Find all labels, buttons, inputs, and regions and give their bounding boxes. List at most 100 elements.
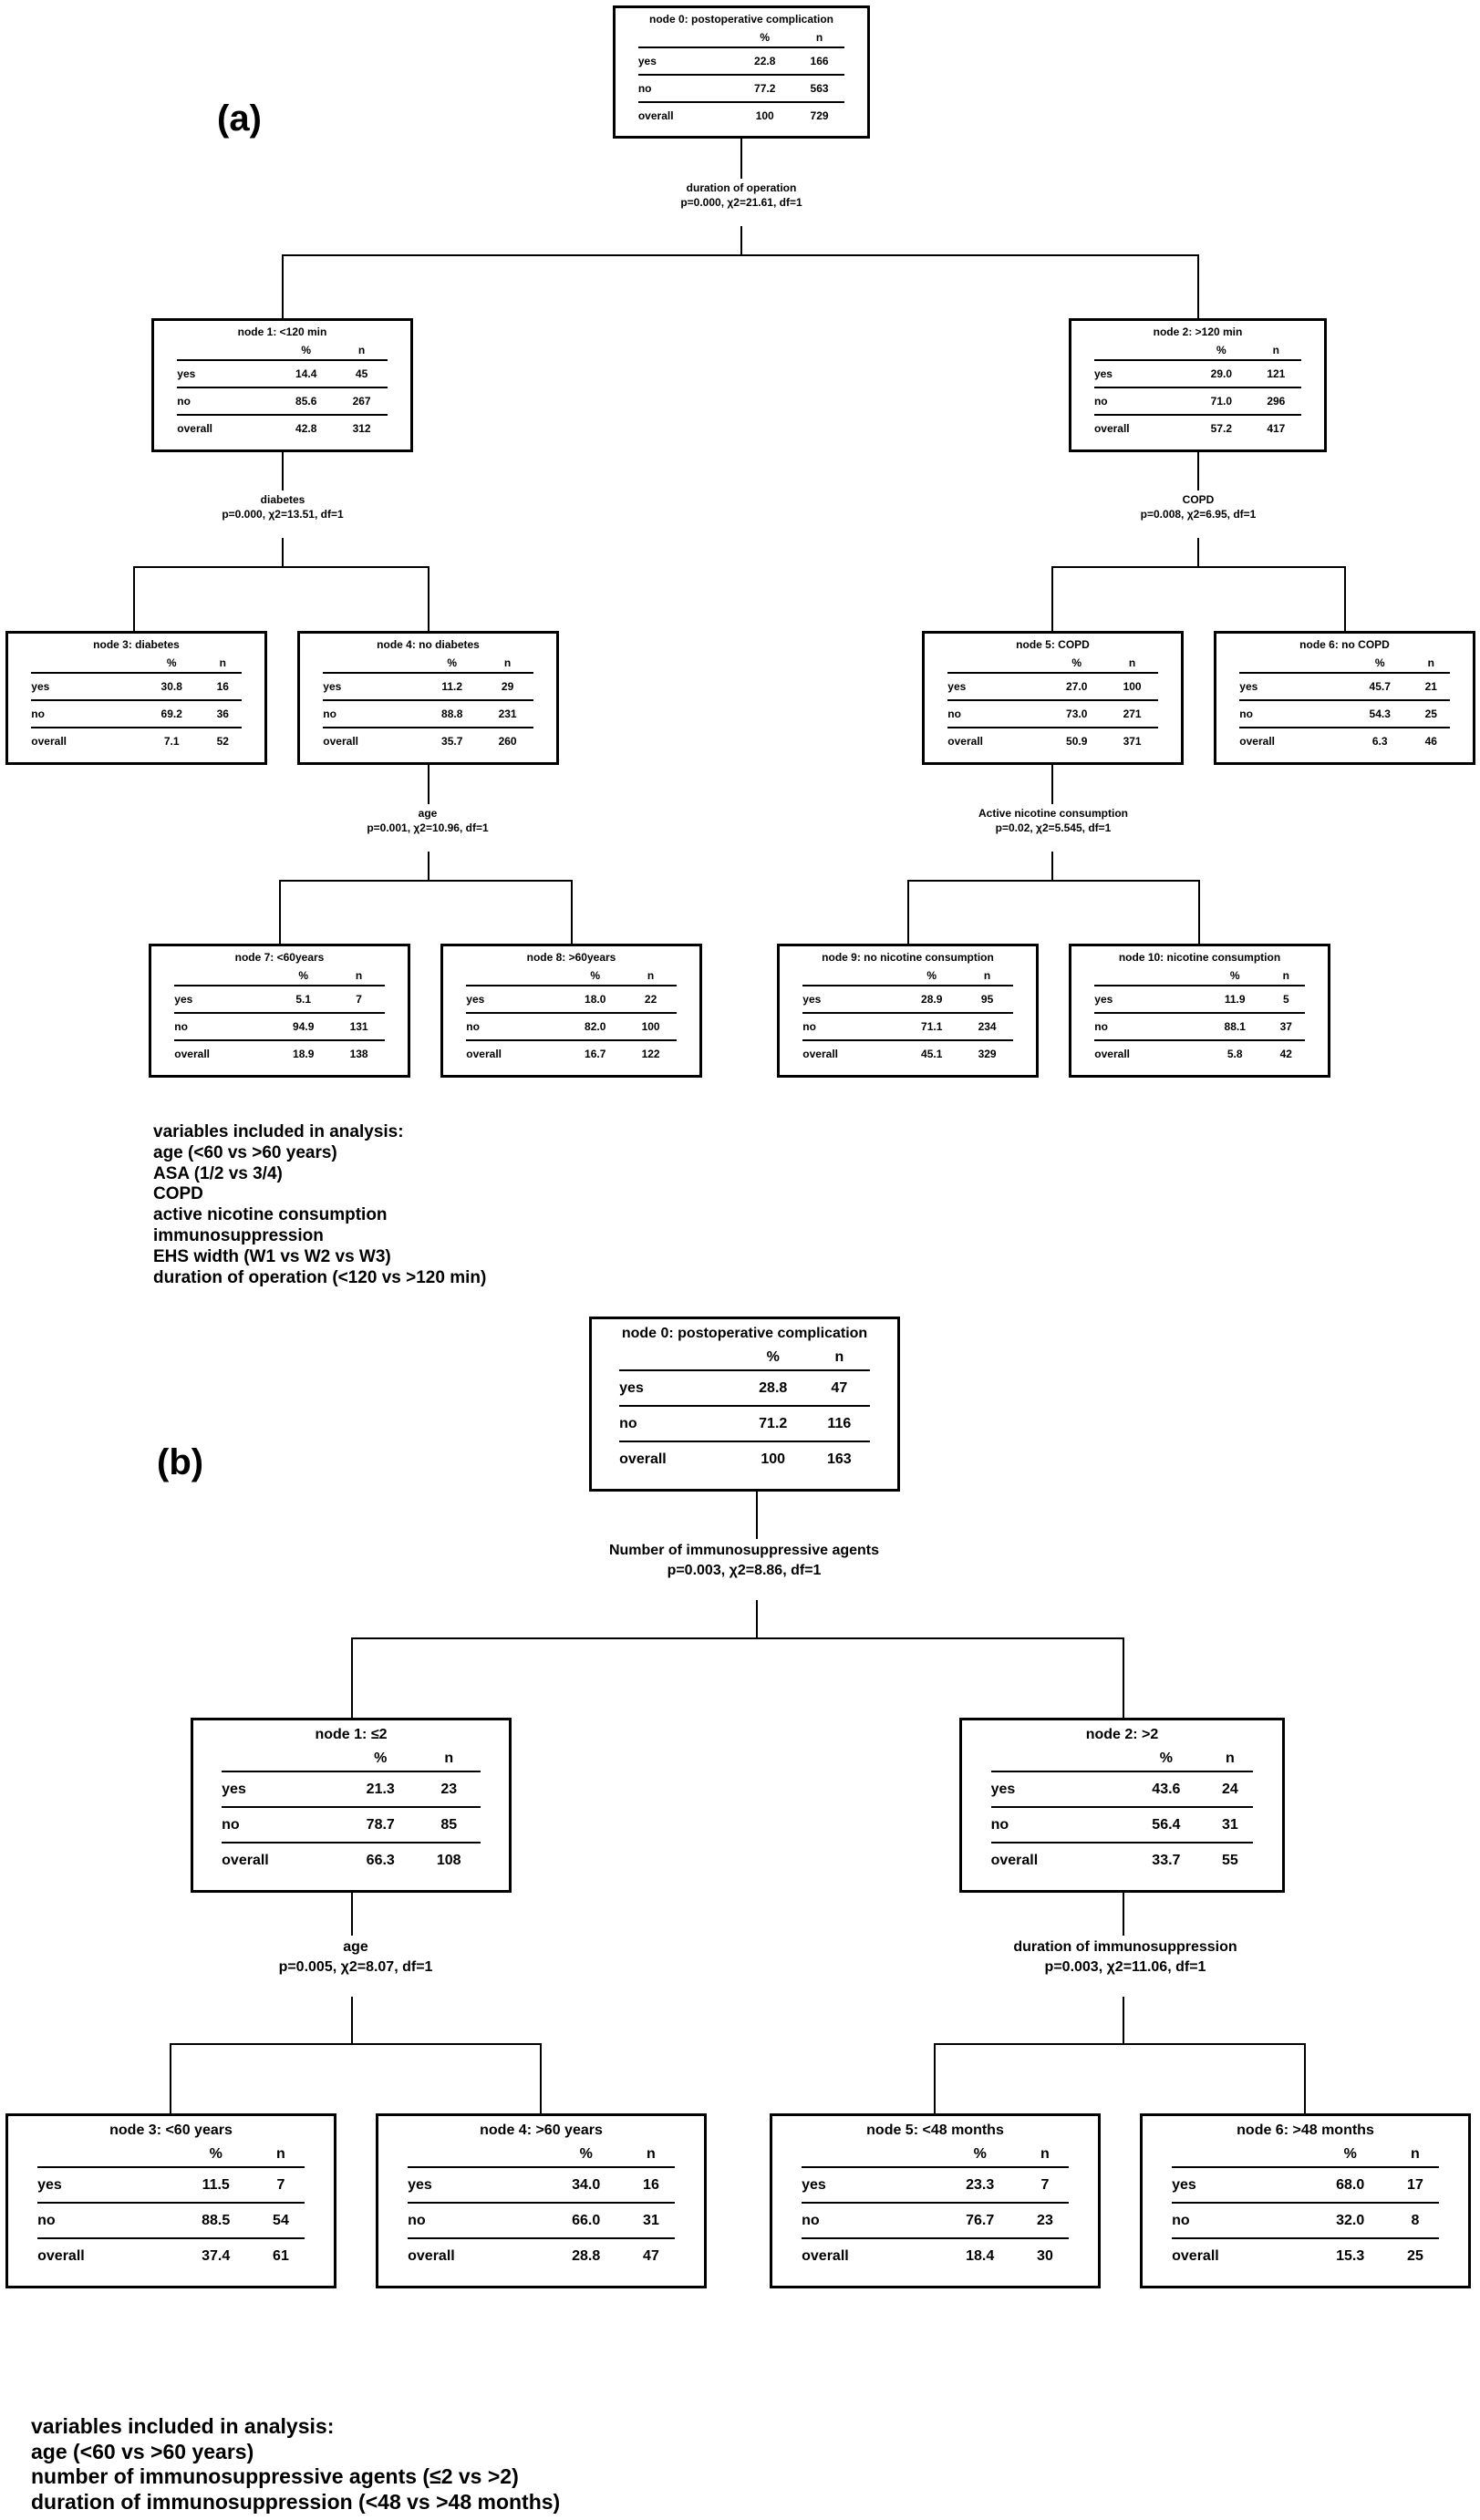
row-n: 166 — [793, 46, 845, 75]
header-n: n — [219, 656, 226, 669]
split-stats: p=0.003, χ2=8.86, df=1 — [667, 1562, 822, 1578]
split-stats: p=0.000, χ2=21.61, df=1 — [680, 196, 802, 210]
row-label: no — [174, 1012, 274, 1040]
node-title: node 1: ≤2 — [315, 1727, 388, 1742]
row-label: yes — [802, 985, 902, 1013]
row-n: 31 — [627, 2202, 675, 2238]
node-title: node 0: postoperative complication — [648, 13, 834, 26]
row-label: yes — [174, 985, 274, 1013]
header-pct: % — [760, 31, 771, 44]
row-label: overall — [323, 727, 422, 754]
row-label: yes — [1172, 2166, 1309, 2203]
node-header-row: %n — [638, 28, 844, 47]
row-n: 25 — [1412, 699, 1450, 728]
node-title: node 10: nicotine consumption — [1118, 951, 1281, 964]
split-variable: age — [343, 1939, 368, 1955]
row-pct: 76.7 — [938, 2202, 1022, 2238]
node-header-row: %n — [802, 966, 1012, 986]
row-n: 163 — [808, 1441, 870, 1476]
panel-label: (b) — [157, 1442, 204, 1482]
row-label: overall — [177, 414, 276, 441]
row-pct: 73.0 — [1046, 699, 1107, 728]
row-n: 7 — [257, 2166, 305, 2203]
row-n: 95 — [961, 985, 1013, 1013]
row-pct: 88.1 — [1202, 1012, 1268, 1040]
header-n: n — [647, 2146, 656, 2162]
split-variable: duration of operation — [686, 181, 797, 194]
row-n: 85 — [417, 1806, 481, 1843]
split-stats: p=0.000, χ2=13.51, df=1 — [222, 508, 344, 522]
split-stats: p=0.005, χ2=8.07, df=1 — [278, 1958, 433, 1975]
header-n: n — [1272, 344, 1280, 356]
node-header-row: %n — [323, 654, 533, 673]
header-n: n — [1226, 1751, 1235, 1766]
header-n: n — [444, 1751, 454, 1766]
row-pct: 22.8 — [735, 46, 794, 75]
header-n: n — [815, 31, 823, 44]
header-pct: % — [301, 344, 312, 356]
row-n: 231 — [481, 699, 533, 728]
row-pct: 54.3 — [1347, 699, 1413, 728]
row-n: 25 — [1392, 2237, 1439, 2273]
row-label: overall — [174, 1039, 274, 1067]
node-title: node 9: no nicotine consumption — [822, 951, 994, 964]
node-title: node 2: >120 min — [1153, 325, 1243, 338]
row-pct: 11.5 — [174, 2166, 258, 2203]
row-pct: 85.6 — [275, 387, 336, 415]
row-label: overall — [947, 727, 1047, 754]
header-pct: % — [1159, 1751, 1173, 1766]
row-pct: 29.0 — [1192, 359, 1251, 387]
row-n: 45 — [336, 359, 388, 387]
node-header-row: %n — [1094, 341, 1301, 360]
header-n: n — [1427, 656, 1434, 669]
row-pct: 82.0 — [564, 1012, 626, 1040]
row-pct: 50.9 — [1046, 727, 1107, 754]
row-n: 23 — [417, 1771, 481, 1807]
header-n: n — [1040, 2146, 1050, 2162]
row-label: no — [802, 2202, 939, 2238]
row-pct: 6.3 — [1347, 727, 1413, 754]
split-label: duration of immunosuppression p=0.003, χ… — [943, 1937, 1308, 1977]
variable-item: active nicotine consumption — [153, 1205, 388, 1225]
row-pct: 71.1 — [901, 1012, 962, 1040]
variable-item: immunosuppression — [153, 1225, 324, 1245]
row-label: overall — [990, 1842, 1126, 1877]
row-n: 22 — [625, 985, 677, 1013]
node-header-row: %n — [466, 966, 676, 986]
row-label: no — [1093, 387, 1193, 415]
row-label: overall — [1094, 1039, 1203, 1067]
variable-item: EHS width (W1 vs W2 vs W3) — [153, 1246, 391, 1266]
row-label: overall — [222, 1842, 344, 1877]
split-variable: Active nicotine consumption — [978, 807, 1128, 820]
split-variable: diabetes — [260, 493, 305, 506]
